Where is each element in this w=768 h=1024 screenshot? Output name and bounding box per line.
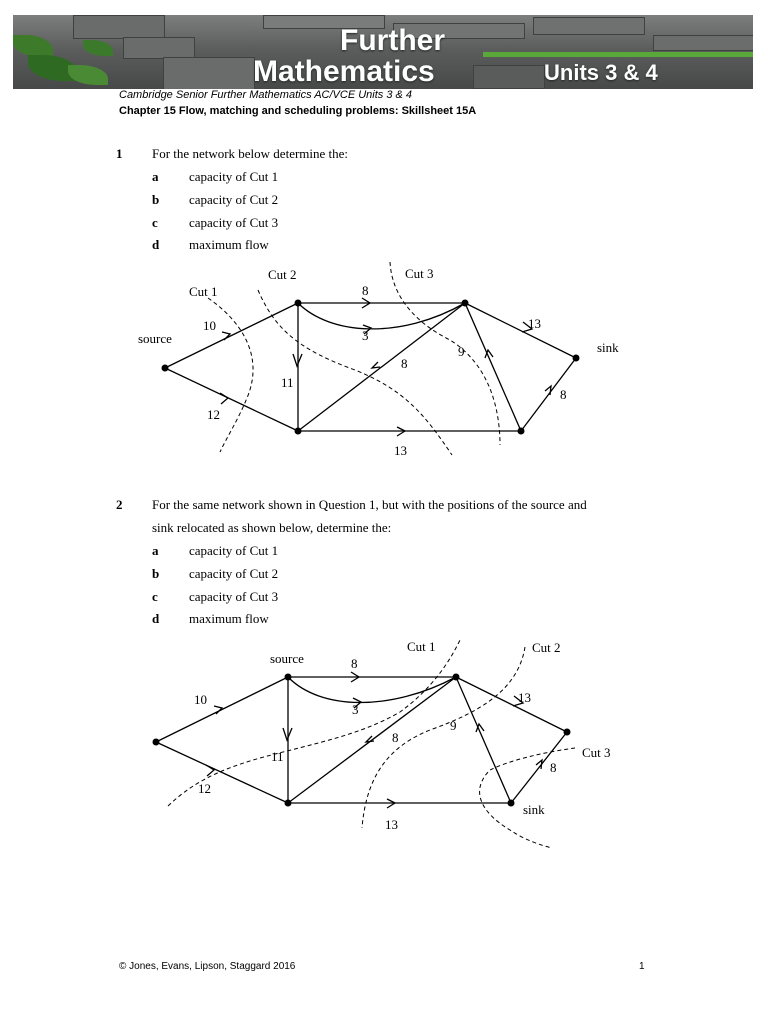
edge <box>156 677 288 742</box>
cut-label: Cut 3 <box>582 745 611 760</box>
cut-line-1 <box>168 640 460 806</box>
weight-label: 8 <box>550 760 557 775</box>
cut-label: Cut 1 <box>407 639 436 654</box>
weight-label: 8 <box>392 730 399 745</box>
weight-label: 12 <box>198 781 211 796</box>
source-label: source <box>270 651 304 666</box>
node <box>285 674 292 681</box>
weight-label: 11 <box>271 749 284 764</box>
node <box>453 674 460 681</box>
edge <box>288 677 456 803</box>
edge <box>156 742 288 803</box>
sink-label: sink <box>523 802 545 817</box>
node <box>285 800 292 807</box>
edge <box>511 732 567 803</box>
edge <box>456 677 567 732</box>
copyright-text: © Jones, Evans, Lipson, Staggard 2016 <box>119 961 295 972</box>
page-number: 1 <box>639 961 645 972</box>
cut-line-2 <box>362 647 525 828</box>
weight-label: 10 <box>194 692 207 707</box>
edge <box>456 677 511 803</box>
node <box>564 729 571 736</box>
weight-label: 3 <box>352 702 359 717</box>
weight-label: 9 <box>450 718 457 733</box>
node <box>508 800 515 807</box>
weight-label: 13 <box>385 817 398 832</box>
cut-label: Cut 2 <box>532 640 561 655</box>
weight-label: 8 <box>351 656 358 671</box>
node <box>153 739 160 746</box>
weight-label: 13 <box>518 690 531 705</box>
edge <box>288 677 456 703</box>
